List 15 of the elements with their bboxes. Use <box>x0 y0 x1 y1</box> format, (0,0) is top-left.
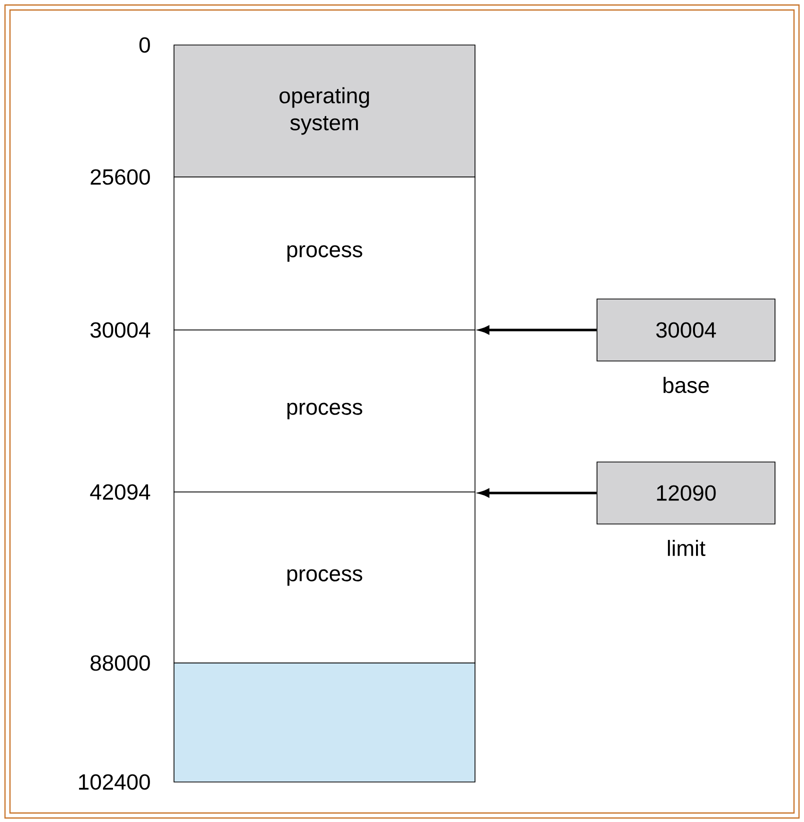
register-box: 12090 <box>596 462 776 524</box>
address-label: 25600 <box>90 169 150 185</box>
memory-partition: process <box>174 330 476 492</box>
address-label: 88000 <box>90 655 150 671</box>
memory-partition: process <box>174 492 476 664</box>
register-box: 30004 <box>596 298 776 362</box>
address-label: 102400 <box>79 774 150 790</box>
register-name: base <box>664 376 709 394</box>
address-label: 0 <box>139 37 150 53</box>
free-memory-block <box>174 662 476 782</box>
memory-partition: process <box>174 176 476 330</box>
address-label: 30004 <box>90 322 150 338</box>
address-label: 42094 <box>90 484 150 500</box>
register-name: limit <box>668 540 706 556</box>
memory-partition: operating system <box>174 44 476 178</box>
